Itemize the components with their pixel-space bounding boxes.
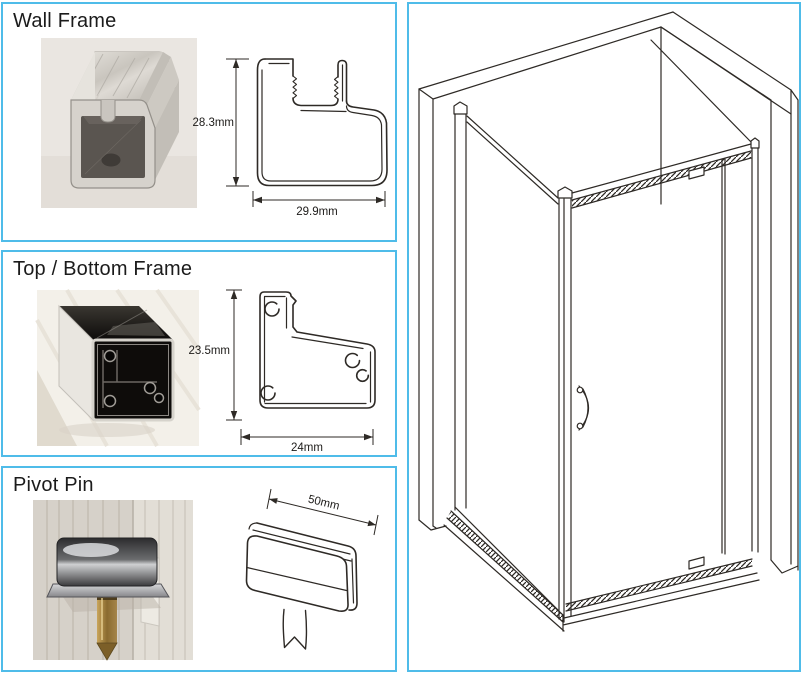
side-panel — [454, 115, 559, 611]
top-bottom-frame-figure: 23.5mm 24mm — [35, 288, 376, 454]
door-edge — [721, 158, 726, 555]
wall-frame-height-label: 28.3mm — [192, 117, 234, 129]
wall-frame-figure: 28.3mm 29.9mm — [41, 38, 388, 218]
side-bottom-rail — [443, 510, 565, 632]
top-pivot-bracket — [688, 166, 705, 180]
enclosure-diagram — [418, 11, 799, 632]
top-bottom-frame-drawing — [259, 291, 376, 409]
enclosure-panel — [407, 2, 801, 672]
door-top-rail-knurl — [572, 151, 751, 208]
pivot-pin-photo — [33, 500, 193, 661]
wall-frame-title: Wall Frame — [13, 10, 117, 32]
pivot-pin-length-dimension: 50mm — [266, 488, 379, 536]
pivot-pin-figure: 50mm — [33, 488, 379, 661]
wall-frame-height-dimension: 28.3mm — [192, 58, 249, 187]
door-handle — [576, 385, 590, 431]
wall-frame-drawing — [256, 58, 388, 187]
wall-frame-width-label: 29.9mm — [296, 206, 338, 218]
top-bottom-frame-photo — [35, 288, 201, 447]
corner-post — [557, 186, 573, 623]
door-bottom-rail-knurl — [566, 559, 752, 611]
top-bottom-frame-width-dimension: 24mm — [240, 429, 374, 454]
door-bottom-rail — [562, 558, 760, 632]
side-wall-post — [453, 101, 468, 511]
pivot-pin-drawing — [245, 522, 358, 650]
side-bottom-rail-knurl — [447, 511, 563, 622]
top-bottom-frame-height-dimension: 23.5mm — [188, 289, 242, 421]
top-bottom-frame-height-label: 23.5mm — [188, 345, 230, 357]
top-bottom-frame-width-label: 24mm — [291, 442, 323, 454]
pivot-pin-title: Pivot Pin — [13, 474, 94, 496]
wall-frame-panel: Wall Frame — [1, 2, 397, 242]
wall-frame-photo — [41, 38, 197, 208]
wall-frame-width-dimension: 29.9mm — [252, 191, 386, 218]
top-bottom-frame-panel: Top / Bottom Frame — [1, 250, 397, 457]
door-top-rail — [571, 143, 752, 209]
bottom-pivot-bracket — [688, 556, 705, 570]
door-wall-post — [750, 137, 760, 553]
walls — [418, 11, 799, 574]
top-bottom-frame-title: Top / Bottom Frame — [13, 258, 193, 280]
pivot-pin-panel: Pivot Pin — [1, 466, 397, 672]
